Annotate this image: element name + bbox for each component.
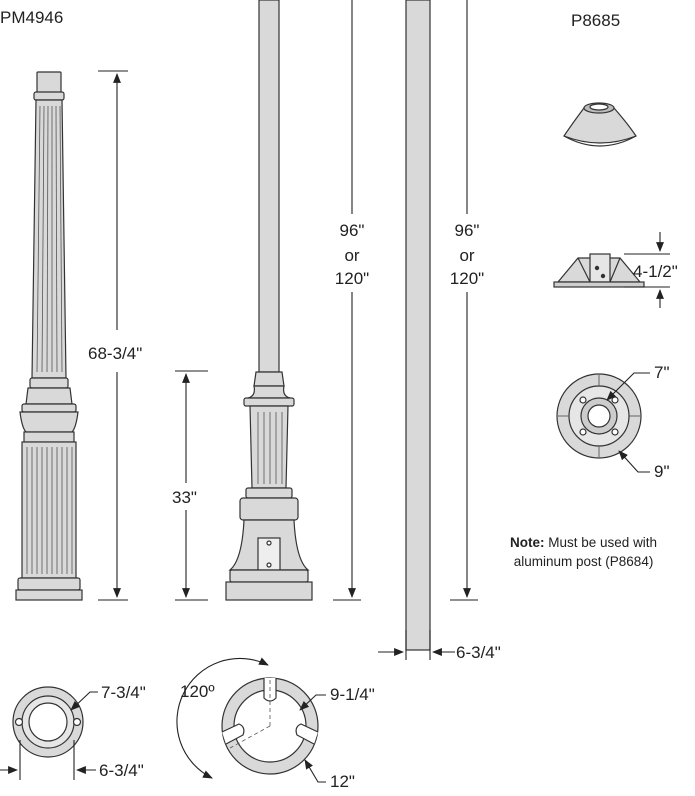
dim-7-9-leaders [606,372,650,473]
note-bold: Note: [510,535,545,550]
dim-9-1-4-12-leaders [299,694,326,783]
dim-4-1-2 [624,232,670,308]
angle-arc [176,657,269,779]
label-9: 9" [654,462,670,481]
dim-33 [175,370,208,601]
ornamental-post [225,0,313,601]
note-text: Note: Must be used with aluminum post (P… [510,533,657,571]
label-96-middle: 96" [339,221,365,240]
aluminum-post [405,0,431,651]
label-4-1-2: 4-1/2" [633,262,678,281]
dim-68-3-4 [98,70,128,601]
label-120-middle: 120" [334,269,370,288]
label-6-3-4-post: 6-3/4" [456,643,501,662]
dim-96-120-right [450,0,478,601]
label-33: 33" [172,488,197,507]
dim-6-3-4-base [0,740,96,780]
pm4946-post [15,71,83,601]
p8685-cap [563,102,637,147]
dim-96-120-middle [333,0,361,601]
label-or-middle: or [344,246,360,265]
label-9-1-4: 9-1/4" [330,685,375,704]
label-7-3-4: 7-3/4" [101,683,146,702]
slotted-ring [221,677,319,775]
dim-7-3-4-leader [70,691,98,711]
label-68-3-4: 68-3/4" [88,344,143,363]
label-12: 12" [330,772,355,791]
label-96-right: 96" [454,221,480,240]
label-6-3-4-base: 6-3/4" [99,761,144,780]
label-or-right: or [459,246,475,265]
label-120-degree: 120º [180,682,215,701]
label-120-right: 120" [449,269,485,288]
note-line-2: aluminum post (P8684) [513,554,654,569]
label-pm4946: PM4946 [0,8,64,27]
label-7: 7" [654,363,670,382]
p8685-flange [556,373,642,459]
round-base [12,686,84,758]
p8685-bracket [553,253,645,288]
label-p8685: P8685 [571,11,621,30]
note-line-1: Must be used with [548,535,658,550]
dim-6-3-4-width [378,630,455,660]
